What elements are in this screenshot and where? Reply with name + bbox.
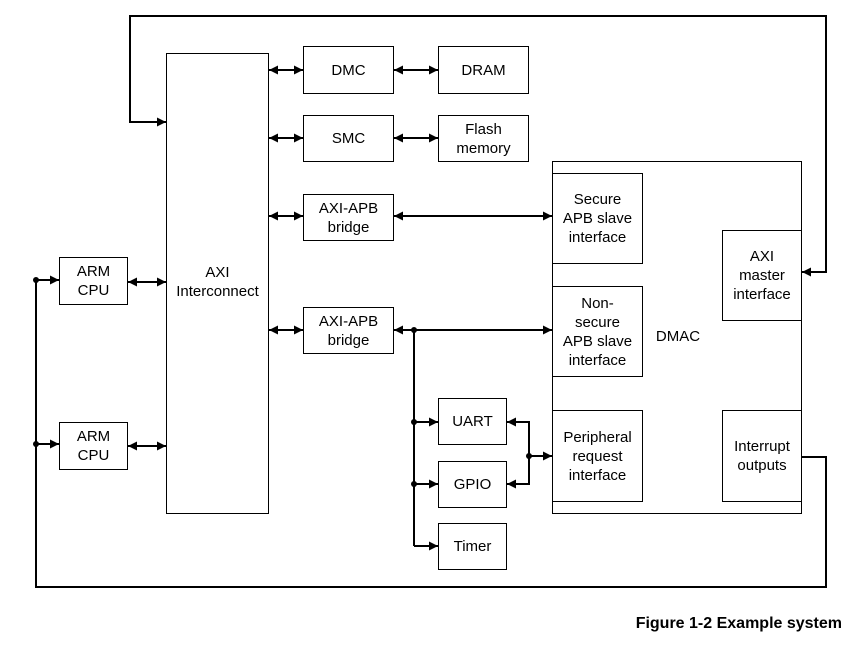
axi-interconnect-label: AXI Interconnect bbox=[176, 264, 259, 300]
flash-memory-block: Flash memory bbox=[438, 115, 529, 162]
dmc-block: DMC bbox=[303, 46, 394, 94]
junction-dot bbox=[33, 277, 39, 283]
interrupt-outputs: Interrupt outputs bbox=[722, 410, 802, 502]
master-loop-line bbox=[129, 15, 827, 277]
junction-dot bbox=[411, 481, 417, 487]
axi-master-interface: AXI master interface bbox=[722, 230, 802, 321]
peripheral-request-interface: Peripheral request interface bbox=[552, 410, 643, 502]
axi-apb-bridge-2: AXI-APB bridge bbox=[303, 307, 394, 354]
figure-caption: Figure 1-2 Example system bbox=[635, 615, 842, 632]
junction-dot bbox=[526, 453, 532, 459]
smc-block: SMC bbox=[303, 115, 394, 162]
junction-dot bbox=[33, 441, 39, 447]
uart-request-line bbox=[507, 417, 530, 456]
arm-cpu-2: ARM CPU bbox=[59, 422, 128, 470]
arm-cpu-1: ARM CPU bbox=[59, 257, 128, 305]
dmac-label: DMAC bbox=[655, 328, 701, 345]
timer-block: Timer bbox=[438, 523, 507, 570]
interrupt-loop-line bbox=[35, 275, 827, 588]
nonsecure-apb-interface: Non- secure APB slave interface bbox=[552, 286, 643, 377]
junction-dot bbox=[411, 419, 417, 425]
gpio-block: GPIO bbox=[438, 461, 507, 508]
axi-apb-bridge-1: AXI-APB bridge bbox=[303, 194, 394, 241]
uart-block: UART bbox=[438, 398, 507, 445]
dram-block: DRAM bbox=[438, 46, 529, 94]
secure-apb-interface: Secure APB slave interface bbox=[552, 173, 643, 264]
gpio-request-line bbox=[507, 456, 530, 489]
junction-dot bbox=[411, 327, 417, 333]
axi-interconnect-block bbox=[166, 53, 269, 514]
